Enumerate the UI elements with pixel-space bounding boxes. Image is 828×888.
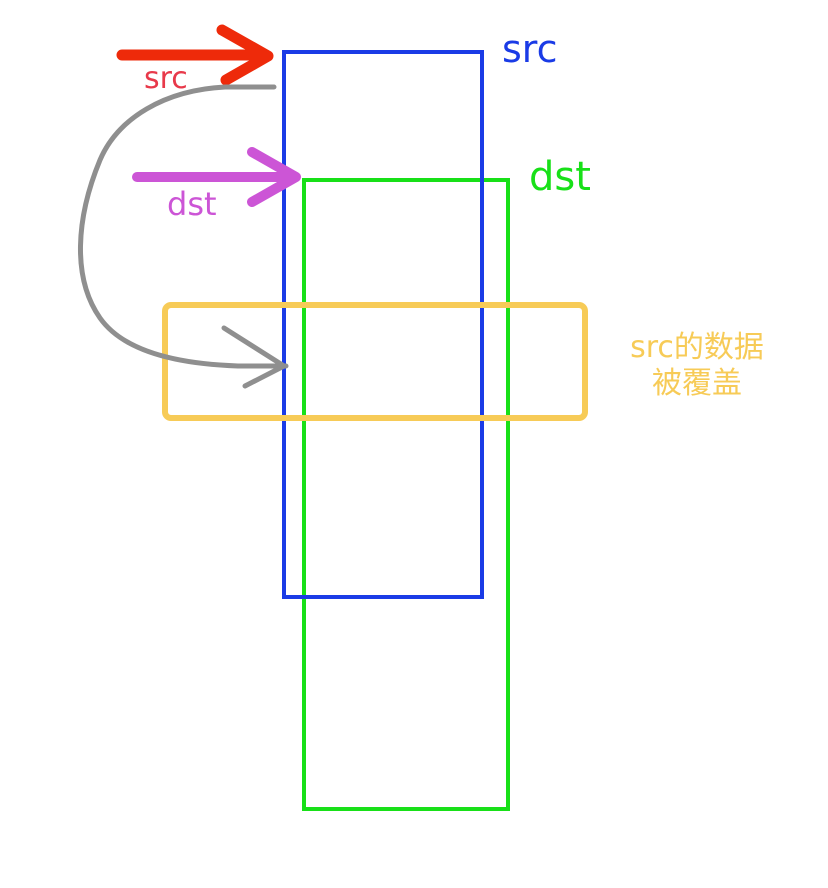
dst-memory-region <box>302 178 510 811</box>
dst-pointer-arrow-icon <box>132 147 301 207</box>
src-pointer-label: src <box>144 61 188 96</box>
dst-region-label: dst <box>529 154 591 200</box>
overlap-note: src的数据 被覆盖 <box>612 330 782 402</box>
overlap-note-line1: src的数据 <box>630 330 764 365</box>
dst-pointer-label: dst <box>167 185 217 223</box>
src-region-label: src <box>502 27 558 71</box>
src-pointer-arrow-icon <box>116 24 274 86</box>
overlap-note-line2: 被覆盖 <box>652 366 742 401</box>
copy-path-curved-arrow-icon <box>78 84 289 389</box>
src-memory-region <box>282 50 484 599</box>
overlap-highlight-box <box>162 302 588 421</box>
